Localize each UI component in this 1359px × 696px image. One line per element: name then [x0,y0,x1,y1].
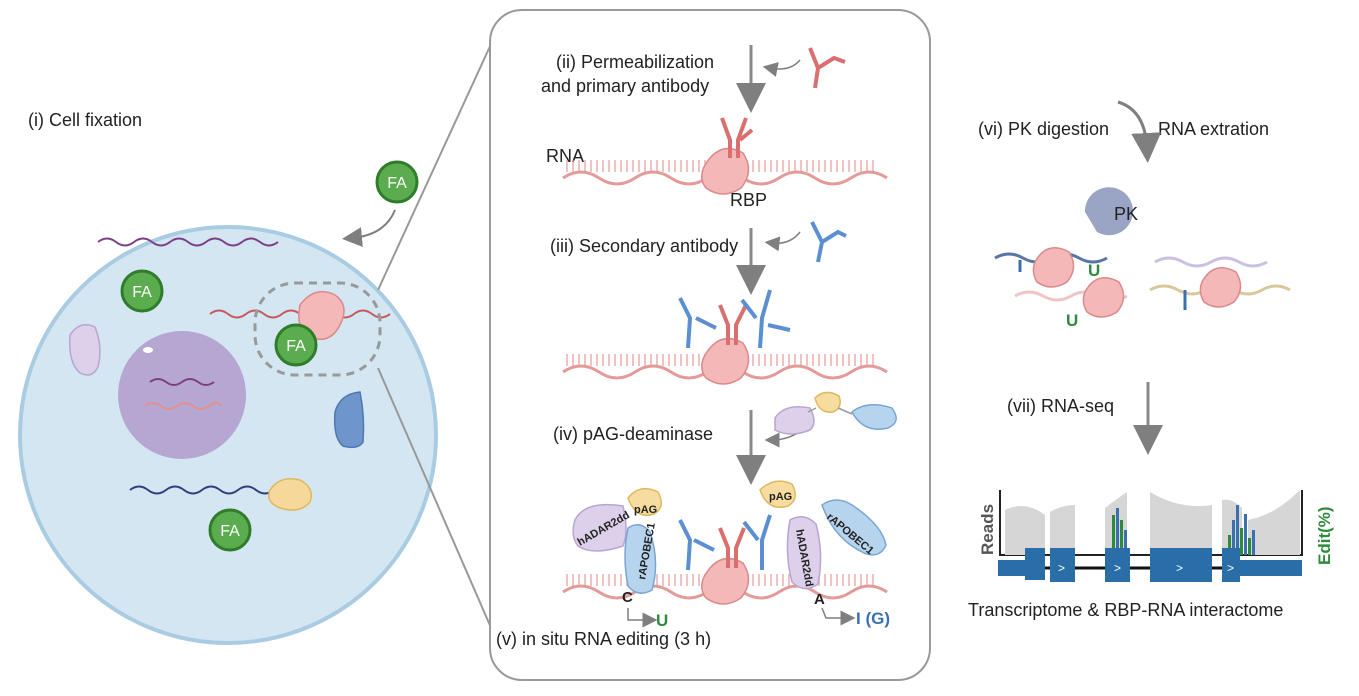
step-ii-line1: (ii) Permeabilization [556,52,714,72]
antibody-complex-3 [678,514,772,571]
fa-entry-arrow [342,209,396,248]
exons [998,548,1302,582]
svg-text:>: > [1058,561,1065,575]
coverage-areas [1005,490,1300,555]
panel-sequencing: (vi) PK digestion RNA extration PK U U (… [968,100,1334,620]
primary-antibody-icon [808,47,846,89]
organelle-blue [333,391,365,449]
pag-complex-left: hADAR2dd pAG rAPOBEC1 [572,487,662,594]
zoom-region [253,281,382,377]
reads-axis-label: Reads [978,504,997,555]
primary-antibody-bound [720,117,754,158]
rbp-fragment-2 [1082,277,1125,318]
nucleus-highlight [143,347,153,353]
hadar2dd-right [786,516,822,590]
c-to-u-arrow [627,608,658,628]
svg-text:FA: FA [286,338,306,355]
rbp-fragment-1 [1032,247,1075,288]
step-v: (v) in situ RNA editing (3 h) [496,629,711,649]
panel-i-title: (i) Cell fixation [28,110,142,130]
fa-molecule: FA [274,323,318,367]
svg-text:>: > [1227,561,1234,575]
rbp-2 [701,337,750,385]
pk-enzyme [1084,187,1133,236]
organelle-lilac [68,324,101,376]
cytoplasm-rna-1 [97,237,279,247]
nuclear-rna-2 [144,402,222,410]
edit-axis-label: Edit(%) [1315,506,1334,565]
panel-in-situ-steps: (ii) Permeabilization and primary antibo… [489,9,931,681]
fa-molecule: FA [208,508,252,552]
nucleus [118,331,246,459]
step-iii: (iii) Secondary antibody [550,236,738,256]
step-vi-right: RNA extration [1158,119,1269,139]
svg-text:>: > [1176,561,1183,575]
hadar2dd-left [572,503,627,552]
nuclear-rna-1 [149,378,215,386]
fragment-3 [1154,256,1268,268]
pag-complex-right: pAG hADAR2dd rAPOBEC1 [759,480,887,590]
step-vi-arrow [1117,100,1162,163]
step-iv: (iv) pAG-deaminase [553,424,713,444]
pag-right [759,480,796,508]
panel-cell-fixation: (i) Cell fixation FA FA FA FA [18,110,438,645]
exon-arrows: > > > > [1058,561,1234,575]
svg-text:>: > [1114,561,1121,575]
base-c: C [622,589,633,606]
rapobec1-left [624,524,657,594]
a-to-i-arrow [821,607,856,626]
svg-text:pAG: pAG [769,491,792,503]
caption: Transcriptome & RBP-RNA interactome [968,600,1283,620]
rbp-3 [701,557,750,605]
svg-text:FA: FA [132,284,152,301]
edit-bars [1112,505,1255,555]
svg-text:pAG: pAG [634,504,657,516]
svg-text:FA: FA [220,523,240,540]
step-vii: (vii) RNA-seq [1007,396,1114,416]
step-ii-line2: and primary antibody [541,76,709,96]
base-u: U [656,611,668,630]
base-a: A [814,591,825,608]
rapobec1-right [821,499,887,556]
antibody-complex-2 [678,289,791,349]
rbp-fragment-4 [1199,267,1242,308]
curved-arrow-ii [762,59,801,77]
edit-u-1: U [1088,261,1100,280]
zoom-line-top [377,41,493,291]
fa-molecule: FA [120,269,164,313]
zoom-line-bottom [377,367,493,631]
pk-label: PK [1114,204,1138,224]
edit-u-2: U [1066,311,1078,330]
curved-arrow-iii [764,231,801,252]
rbp-label: RBP [730,190,767,210]
step-vi-left: (vi) PK digestion [978,119,1109,139]
protein-yellow [268,478,312,511]
secondary-antibody-icon [810,221,847,263]
svg-text:FA: FA [387,175,407,192]
pag-left [627,487,662,516]
base-ig: I (G) [856,609,890,628]
fa-molecule: FA [375,160,419,204]
pag-deaminase-icon [774,391,897,435]
